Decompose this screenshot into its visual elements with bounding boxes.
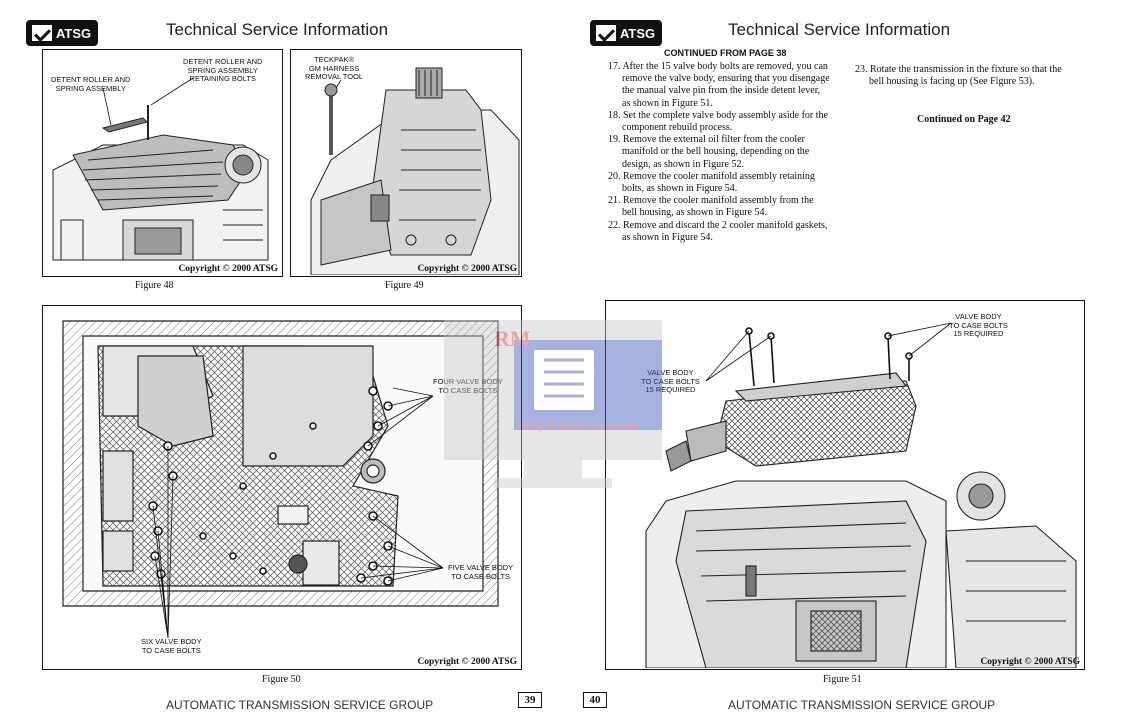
- page-header-left: Technical Service Information: [166, 20, 389, 39]
- footer-left: AUTOMATIC TRANSMISSION SERVICE GROUP: [166, 698, 434, 712]
- continued-on: Continued on Page 42: [917, 114, 1011, 125]
- step-19: 19. Remove the external oil filter from …: [608, 134, 810, 170]
- step-17: 17. After the 15 valve body bolts are re…: [608, 61, 830, 109]
- figure-49-caption: Figure 49: [385, 280, 424, 291]
- fig48-label-retaining-bolts: DETENT ROLLER AND SPRING ASSEMBLY RETAIN…: [183, 57, 263, 83]
- page-number-left: 39: [518, 692, 542, 708]
- figure-51-drawing: [645, 322, 1077, 668]
- step-21: 21. Remove the cooler manifold assembly …: [608, 195, 814, 219]
- check-icon: [596, 25, 616, 41]
- fig51-copyright: Copyright © 2000 ATSG: [980, 657, 1080, 667]
- page-header-right: Technical Service Information: [728, 20, 951, 39]
- fig50-copyright: Copyright © 2000 ATSG: [417, 657, 517, 667]
- fig51-label-left: VALVE BODY TO CASE BOLTS 15 REQUIRED: [641, 368, 700, 394]
- footer-right: AUTOMATIC TRANSMISSION SERVICE GROUP: [728, 698, 996, 712]
- fig49-copyright: Copyright © 2000 ATSG: [417, 264, 517, 274]
- figure-50-drawing: [62, 320, 499, 639]
- step-22: 22. Remove and discard the 2 cooler mani…: [608, 219, 828, 243]
- figure-50: FOUR VALVE BODY TO CASE BOLTS FIVE VALVE…: [42, 305, 522, 670]
- figure-49: TECKPAK® GM HARNESS REMOVAL TOOL Copyrig…: [290, 49, 522, 277]
- step-20: 20. Remove the cooler manifold assembly …: [608, 170, 815, 195]
- figure-51: VALVE BODY TO CASE BOLTS 15 REQUIRED VAL…: [605, 300, 1085, 670]
- fig50-label-six-bolts: SIX VALVE BODY TO CASE BOLTS: [141, 637, 202, 655]
- steps-column-left: 17. After the 15 valve body bolts are re…: [608, 61, 830, 244]
- figure-49-drawing: [310, 67, 520, 275]
- fig49-label-harness-tool: TECKPAK® GM HARNESS REMOVAL TOOL: [305, 55, 364, 81]
- page-number-right: 40: [583, 692, 607, 708]
- steps-column-right: 23. Rotate the transmission in the fixtu…: [855, 64, 1077, 88]
- fig50-label-four-bolts: FOUR VALVE BODY TO CASE BOLTS: [433, 377, 503, 395]
- step-23: 23. Rotate the transmission in the fixtu…: [855, 64, 1062, 88]
- figure-48-caption: Figure 48: [135, 280, 174, 291]
- figure-50-caption: Figure 50: [262, 674, 301, 685]
- figure-51-caption: Figure 51: [823, 674, 862, 685]
- fig50-label-five-bolts: FIVE VALVE BODY TO CASE BOLTS: [448, 563, 514, 581]
- fig48-copyright: Copyright © 2000 ATSG: [178, 264, 278, 274]
- continued-from: CONTINUED FROM PAGE 38: [664, 48, 787, 58]
- figure-48: DETENT ROLLER AND SPRING ASSEMBLY DETENT…: [42, 49, 283, 277]
- check-icon: [32, 25, 52, 41]
- atsg-logo-left: ATSG: [26, 20, 98, 46]
- fig48-label-detent-roller: DETENT ROLLER AND SPRING ASSEMBLY: [51, 75, 131, 93]
- fig51-label-right: VALVE BODY TO CASE BOLTS 15 REQUIRED: [949, 312, 1008, 338]
- figure-48-drawing: [52, 77, 269, 261]
- step-18: 18. Set the complete valve body assembly…: [608, 109, 828, 134]
- atsg-logo-right: ATSG: [590, 20, 662, 46]
